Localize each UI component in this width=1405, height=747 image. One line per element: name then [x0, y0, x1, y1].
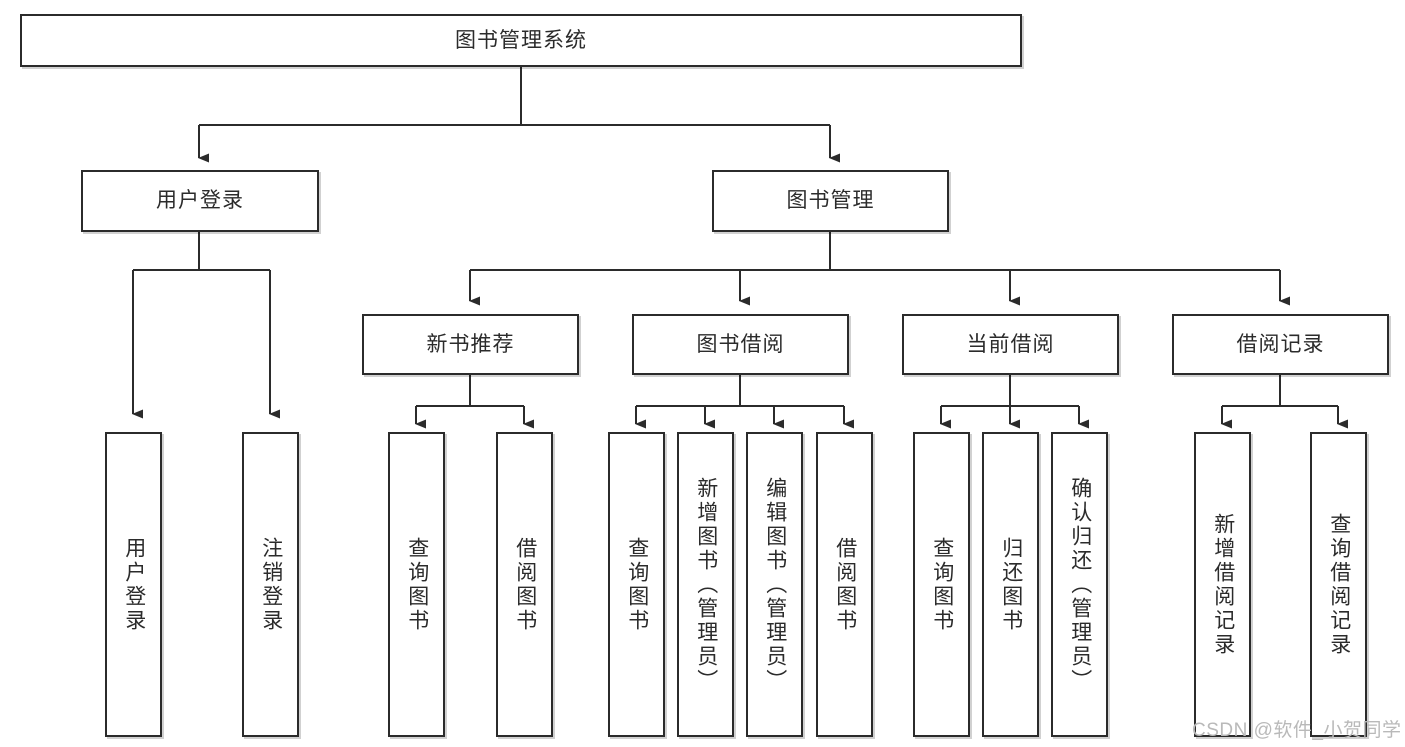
node-label: 用户登录: [156, 189, 244, 213]
leaf-return-book[interactable]: 归还图书: [982, 432, 1039, 737]
node-label: 图书借阅: [696, 332, 785, 356]
leaf-query-borrow-record[interactable]: 查询借阅记录: [1310, 432, 1367, 737]
leaf-query-book-borrow[interactable]: 查询图书: [608, 432, 665, 737]
node-root-book-management-system[interactable]: 图书管理系统: [20, 14, 1022, 67]
node-label: 新书推荐: [426, 332, 515, 356]
node-label: 图书管理: [786, 189, 875, 213]
node-label: 查询图书: [930, 536, 954, 633]
node-label: 查询图书: [625, 536, 649, 633]
leaf-query-book-recommend[interactable]: 查询图书: [388, 432, 445, 737]
leaf-add-book-admin[interactable]: 新增图书（管理员）: [677, 432, 734, 737]
node-label: 借阅图书: [833, 536, 857, 633]
node-label: 借阅记录: [1236, 332, 1325, 356]
leaf-edit-book-admin[interactable]: 编辑图书（管理员）: [746, 432, 803, 737]
node-book-borrow[interactable]: 图书借阅: [632, 314, 849, 375]
leaf-confirm-return-admin[interactable]: 确认归还（管理员）: [1051, 432, 1108, 737]
node-label: 当前借阅: [966, 332, 1055, 356]
node-label: 新增借阅记录: [1211, 512, 1235, 657]
node-label: 注销登录: [259, 536, 283, 633]
node-current-borrow[interactable]: 当前借阅: [902, 314, 1119, 375]
leaf-borrow-book[interactable]: 借阅图书: [816, 432, 873, 737]
node-book-management[interactable]: 图书管理: [712, 170, 949, 232]
leaf-query-book-current[interactable]: 查询图书: [913, 432, 970, 737]
leaf-logout[interactable]: 注销登录: [242, 432, 299, 737]
node-label: 编辑图书（管理员）: [763, 476, 787, 693]
node-label: 新增图书（管理员）: [694, 476, 718, 693]
leaf-add-borrow-record[interactable]: 新增借阅记录: [1194, 432, 1251, 737]
node-label: 归还图书: [999, 536, 1023, 633]
node-borrow-record[interactable]: 借阅记录: [1172, 314, 1389, 375]
leaf-user-login[interactable]: 用户登录: [105, 432, 162, 737]
leaf-borrow-book-recommend[interactable]: 借阅图书: [496, 432, 553, 737]
node-label: 用户登录: [122, 536, 146, 633]
node-user-login[interactable]: 用户登录: [81, 170, 319, 232]
node-label: 借阅图书: [513, 536, 537, 633]
node-label: 查询图书: [405, 536, 429, 633]
node-label: 查询借阅记录: [1327, 512, 1351, 657]
node-label: 图书管理系统: [455, 28, 587, 52]
node-new-book-recommend[interactable]: 新书推荐: [362, 314, 579, 375]
node-label: 确认归还（管理员）: [1068, 476, 1092, 693]
